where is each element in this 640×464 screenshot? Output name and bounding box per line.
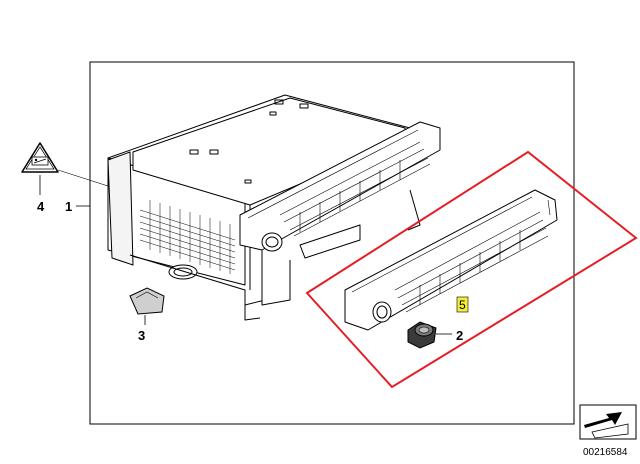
- highlight-box: [305, 150, 638, 389]
- doc-number: 00216584: [583, 447, 628, 458]
- exploded-view-arrow-icon: [579, 404, 637, 440]
- control-panel-part: [344, 189, 558, 331]
- radio-unit: [107, 94, 441, 321]
- warning-triangle-icon: [21, 142, 59, 173]
- diagram-frame: [89, 61, 575, 425]
- callout-5-highlight: [456, 296, 469, 313]
- callout-5: 5: [459, 298, 466, 312]
- knob-part: [407, 321, 437, 349]
- callout-4: 4: [37, 199, 45, 214]
- callout-1: 1: [65, 199, 72, 214]
- clip-part: [129, 287, 165, 315]
- callout-2: 2: [456, 328, 463, 343]
- callout-3: 3: [138, 328, 145, 343]
